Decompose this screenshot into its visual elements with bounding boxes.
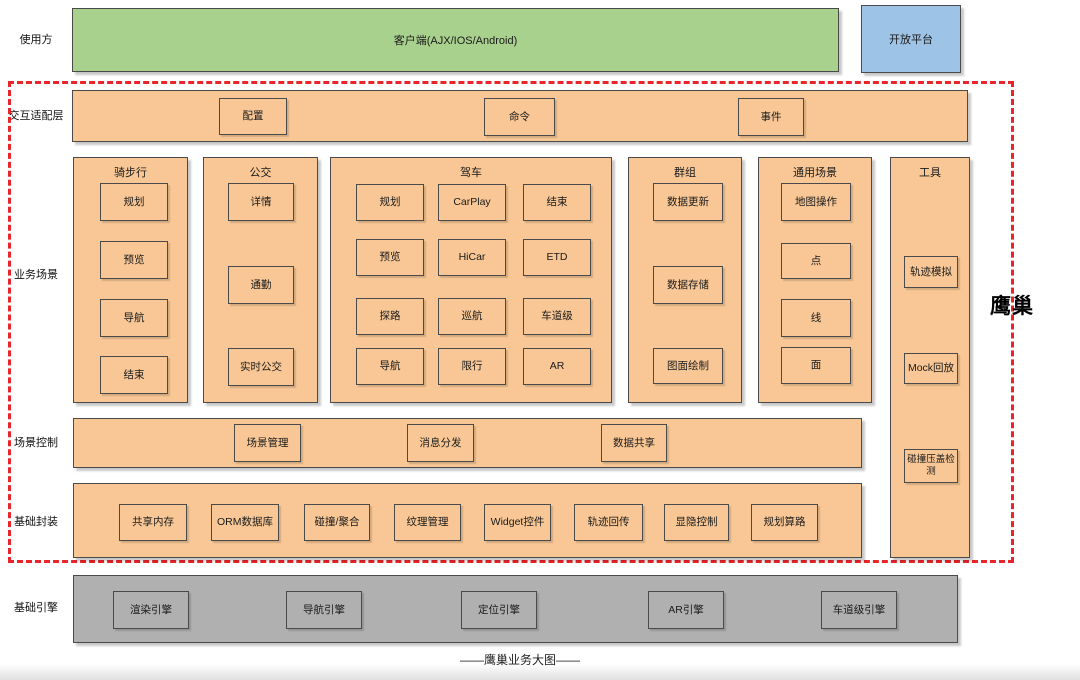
diagram-caption: ——鹰巢业务大图—— [459,653,580,667]
client-box: 客户端(AJX/IOS/Android) [72,8,839,72]
node-message-dispatch: 消息分发 [407,424,474,462]
diagram-node: 结束 [523,184,591,221]
column-group: 群组 数据更新 数据存储 图面绘制 [628,157,742,403]
diagram-node: 规划 [100,183,168,221]
column-general-scene: 通用场景 地图操作 点 线 面 [758,157,872,403]
diagram-node: CarPlay [438,184,506,221]
diagram-node: 结束 [100,356,168,394]
column-bus: 公交 详情 通勤 实时公交 [203,157,318,403]
node-ar-engine: AR引擎 [648,591,724,629]
row-label-business: 业务场景 [14,269,58,281]
column-title: 公交 [249,167,272,179]
diagram-node: 地图操作 [781,183,851,221]
node-position-engine: 定位引擎 [461,591,537,629]
node-data-sharing: 数据共享 [601,424,667,462]
diagram-node: 导航 [356,348,424,385]
diagram-node: AR [523,348,591,385]
diagram-node: 面 [781,347,851,384]
column-title: 骑步行 [114,167,147,179]
node-config: 配置 [219,98,287,135]
adapter-layer-bar: 配置 命令 事件 [72,90,968,142]
base-engine-bar: 渲染引擎 导航引擎 定位引擎 AR引擎 车道级引擎 [73,575,958,643]
column-title: 工具 [919,167,941,179]
diagram-node: 线 [781,299,851,337]
bottom-edge-fade [0,664,1080,680]
node-scene-management: 场景管理 [234,424,301,462]
diagram-node: 车道级 [523,298,591,335]
row-label-adapter: 交互适配层 [8,110,64,122]
column-driving: 驾车 规划 CarPlay 结束 预览 HiCar ETD 探路 巡航 车道级 … [330,157,612,403]
diagram-node: 轨迹模拟 [904,256,958,288]
node-event: 事件 [738,98,804,136]
diagram-node: ETD [523,239,591,276]
column-tools: 工具 轨迹模拟 Mock回放 碰撞压盖检测 [890,157,970,558]
diagram-node: 限行 [438,348,506,385]
diagram-node: 纹理管理 [394,504,461,541]
row-label-base: 基础封装 [14,516,58,528]
diagram-node: 图面绘制 [653,348,723,384]
column-title: 驾车 [460,167,482,179]
node-lane-engine: 车道级引擎 [821,591,897,629]
base-encapsulation-bar: 共享内存 ORM数据库 碰撞/聚合 纹理管理 Widget控件 轨迹回传 显隐控… [73,483,862,558]
diagram-node: 探路 [356,298,424,335]
diagram-node: 碰撞压盖检测 [904,449,958,483]
diagram-node: 碰撞/聚合 [304,504,370,541]
node-render-engine: 渲染引擎 [113,591,189,629]
diagram-node: 实时公交 [228,348,294,386]
diagram-node: 巡航 [438,298,506,335]
diagram-node: 轨迹回传 [574,504,643,541]
diagram-node: 通勤 [228,266,294,304]
diagram-node: 规划 [356,184,424,221]
diagram-node: 导航 [100,299,168,337]
diagram-node: 规划算路 [751,504,818,541]
diagram-node: 数据更新 [653,183,723,221]
column-title: 群组 [674,167,696,179]
eagle-nest-label: 鹰巢 [990,295,1034,318]
column-title: 通用场景 [793,167,837,179]
diagram-node: HiCar [438,239,506,276]
diagram-node: 共享内存 [119,504,187,541]
row-label-user: 使用方 [19,34,53,46]
row-label-engine: 基础引擎 [14,602,58,614]
diagram-node: 数据存储 [653,266,723,304]
column-riding-walking: 骑步行 规划 预览 导航 结束 [73,157,188,403]
node-nav-engine: 导航引擎 [286,591,362,629]
diagram-node: 显隐控制 [664,504,729,541]
diagram-node: Widget控件 [484,504,551,541]
diagram-node: 详情 [228,183,294,221]
scene-control-bar: 场景管理 消息分发 数据共享 [73,418,862,468]
node-command: 命令 [484,98,555,136]
diagram-node: Mock回放 [904,353,958,384]
row-label-scene: 场景控制 [14,437,58,449]
diagram-node: ORM数据库 [211,504,279,541]
diagram-node: 点 [781,243,851,279]
diagram-node: 预览 [100,241,168,279]
open-platform-box: 开放平台 [861,5,961,73]
diagram-node: 预览 [356,239,424,276]
